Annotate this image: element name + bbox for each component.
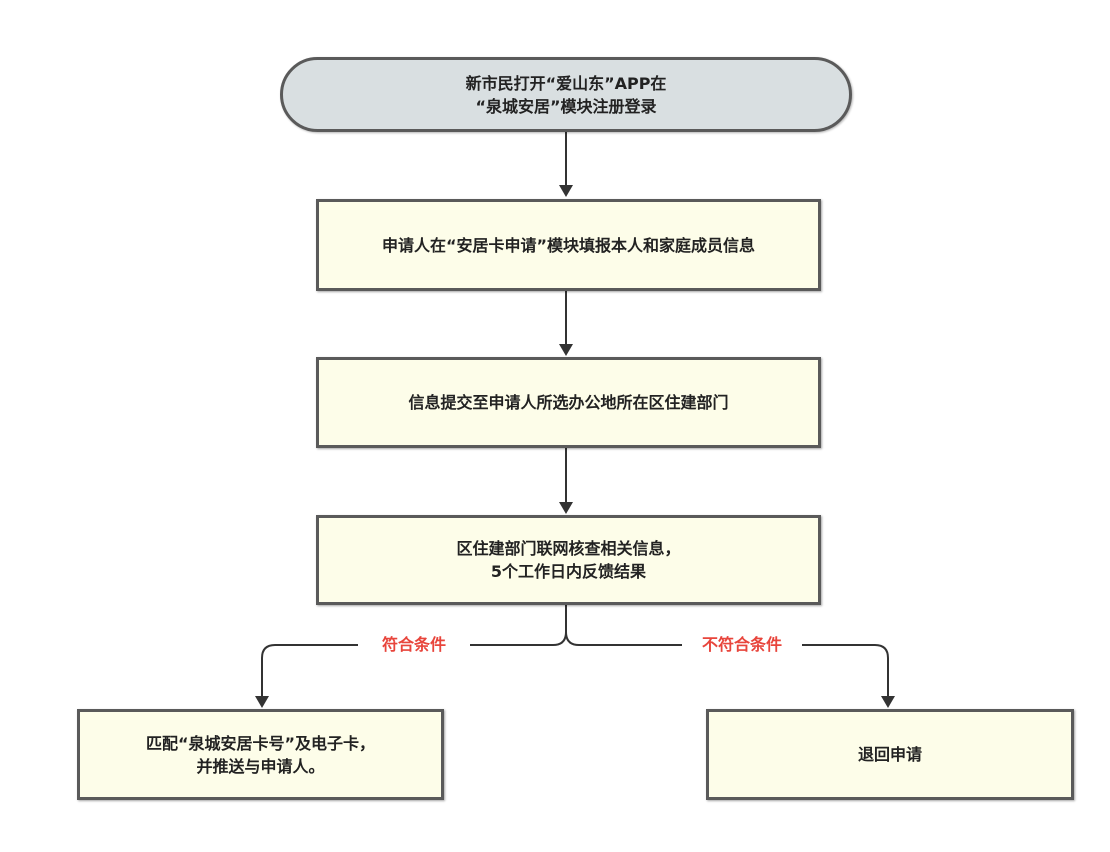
branch-label-no: 不符合条件	[701, 635, 782, 654]
start-node-line2: “泉城安居”模块注册登录	[475, 96, 657, 116]
step1-node: 申请人在“安居卡申请”模块填报本人和家庭成员信息	[316, 199, 821, 291]
start-node-line1: 新市民打开“爱山东”APP在	[465, 73, 667, 93]
result-yes-node: 匹配“泉城安居卡号”及电子卡， 并推送与申请人。	[77, 709, 444, 800]
step1-node-text: 申请人在“安居卡申请”模块填报本人和家庭成员信息	[381, 235, 756, 255]
result-yes-node-line2: 并推送与申请人。	[196, 756, 325, 776]
step2-node: 信息提交至申请人所选办公地所在区住建部门	[316, 357, 821, 448]
arrow-branch-no	[565, 631, 895, 708]
branch-label-yes: 符合条件	[381, 635, 446, 654]
step3-node-line2: 5个工作日内反馈结果	[490, 562, 647, 581]
step3-node: 区住建部门联网核查相关信息， 5个工作日内反馈结果	[316, 515, 821, 605]
arrow-step1-to-step2	[559, 291, 573, 356]
result-yes-node-line1: 匹配“泉城安居卡号”及电子卡，	[145, 733, 376, 753]
start-node: 新市民打开“爱山东”APP在 “泉城安居”模块注册登录	[280, 57, 852, 132]
step2-node-text: 信息提交至申请人所选办公地所在区住建部门	[408, 393, 729, 412]
arrow-start-to-step1	[559, 131, 573, 197]
arrow-step2-to-step3	[559, 448, 573, 514]
step3-node-line1: 区住建部门联网核查相关信息，	[456, 539, 681, 558]
result-no-node-text: 退回申请	[857, 745, 922, 764]
result-no-node: 退回申请	[706, 709, 1074, 800]
